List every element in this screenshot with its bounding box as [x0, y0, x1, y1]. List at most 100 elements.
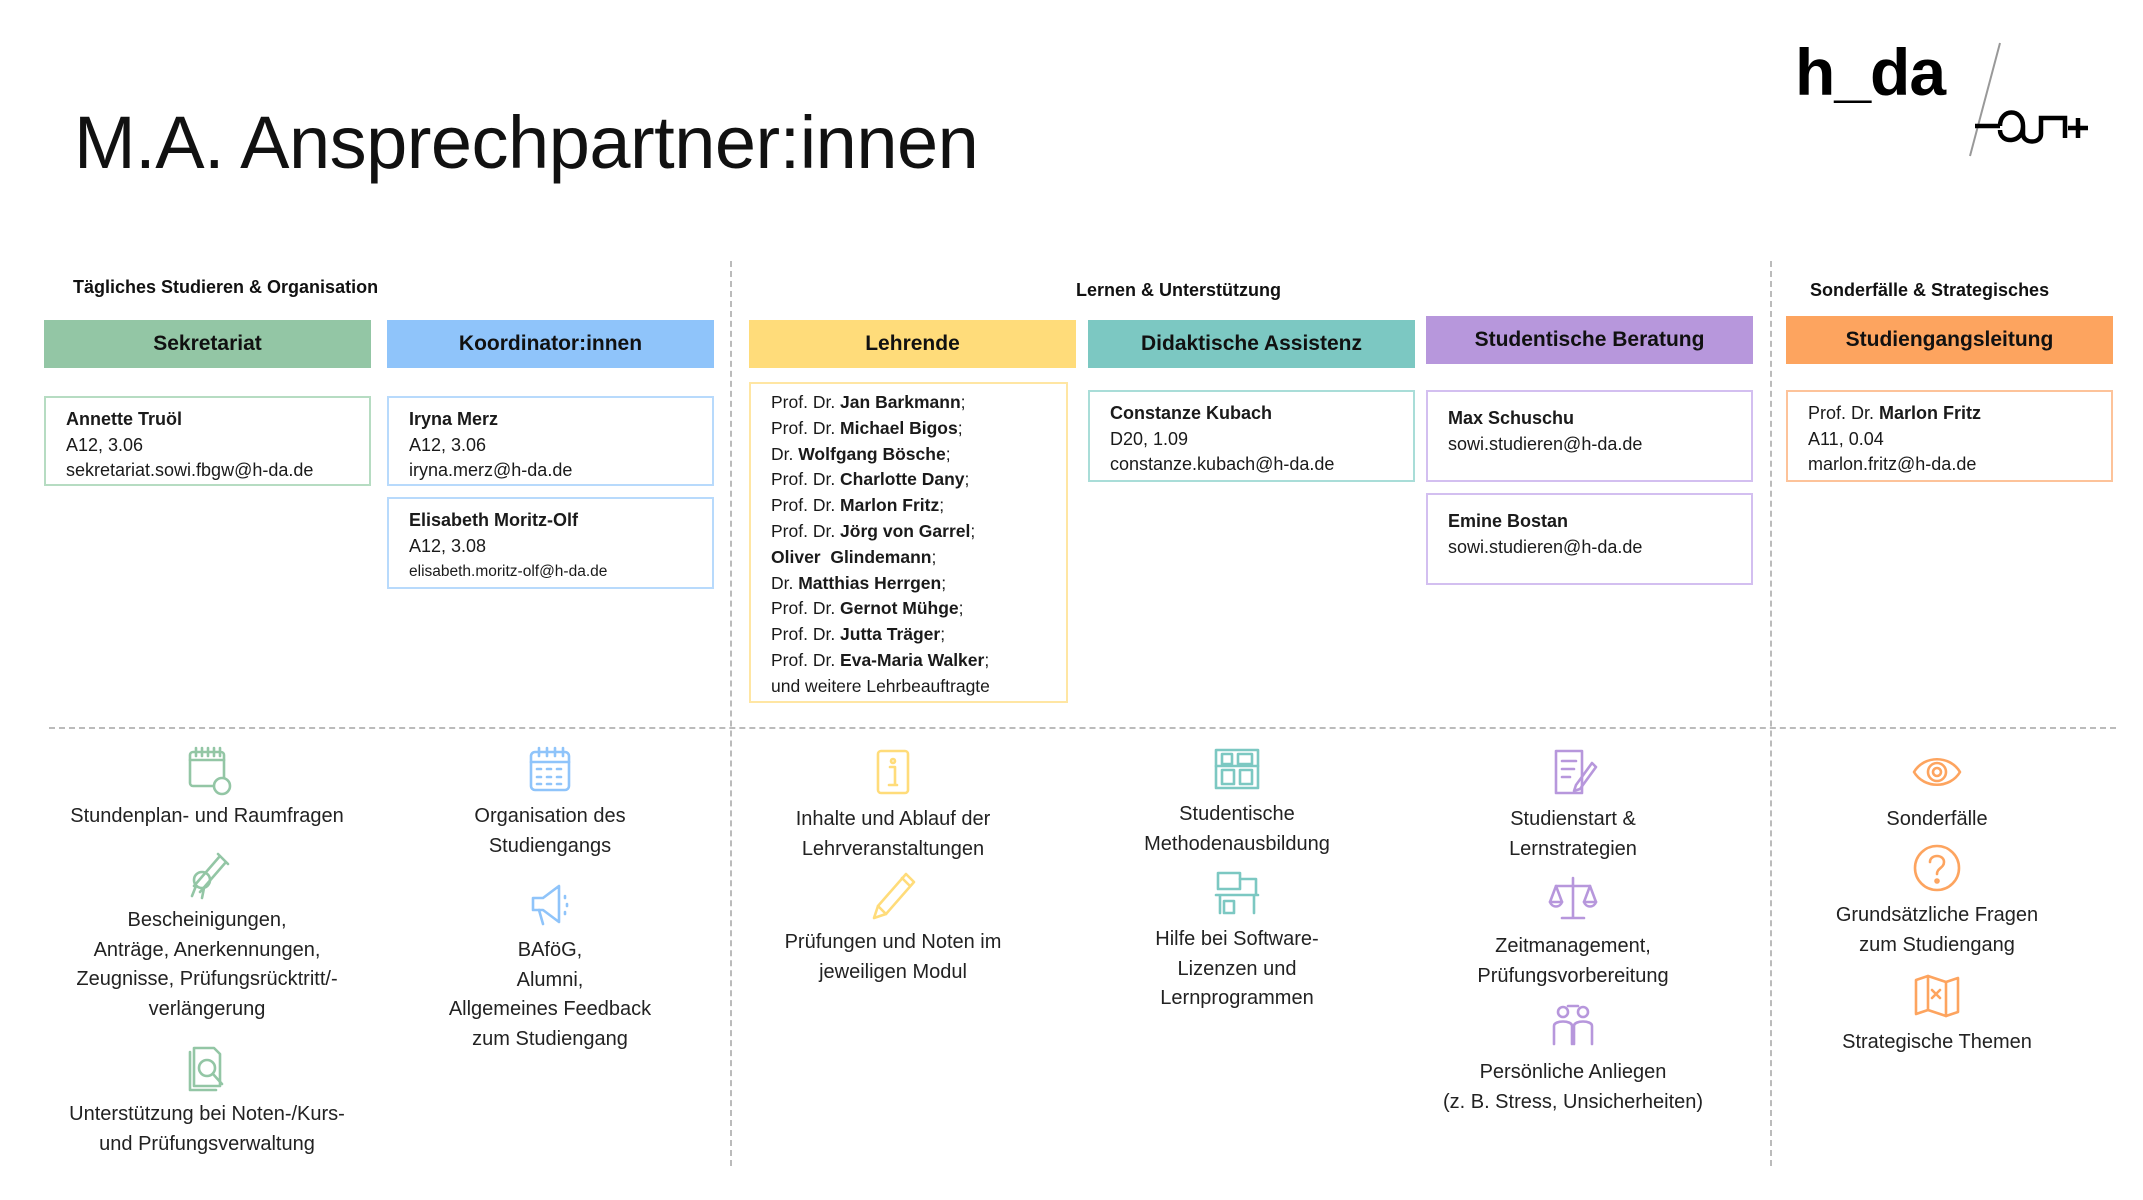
topic-text: BAföG, Alumni, Allgemeines Feedback zum …: [448, 939, 652, 1050]
contact-card: Emine Bostan sowi.studieren@h-da.de: [1426, 493, 1753, 585]
map-icon: [1914, 974, 1960, 1018]
topic-text: Hilfe bei Software- Lizenzen und Lernpro…: [1155, 928, 1319, 1009]
calendar-icon: [529, 746, 571, 792]
contact-card: Max Schuschu sowi.studieren@h-da.de: [1426, 390, 1753, 482]
topic-item: Studienstart & Lernstrategien: [1408, 745, 1738, 864]
list-item: Oliver Glindemann;: [771, 546, 937, 567]
topic-text: Zeitmanagement, Prüfungsvorbereitung: [1477, 935, 1669, 987]
contact-card: Elisabeth Moritz-Olf A12, 3.08 elisabeth…: [387, 497, 714, 589]
list-item: Prof. Dr. Jan Barkmann;: [771, 392, 966, 412]
topic-item: Studentische Methodenausbildung: [1072, 740, 1402, 859]
topic-text: Studienstart & Lernstrategien: [1509, 808, 1637, 860]
certificate-icon: [190, 852, 230, 900]
topic-text: Organisation des Studiengangs: [474, 805, 626, 857]
list-item: Dr. Wolfgang Bösche;: [771, 443, 951, 464]
eye-icon: [1912, 758, 1962, 786]
contact-room: A12, 3.06: [409, 434, 487, 455]
hda-logo: h_da: [1795, 35, 1946, 109]
divider: [730, 261, 732, 1166]
lehrende-list: Prof. Dr. Jan Barkmann; Prof. Dr. Michae…: [749, 382, 1068, 703]
list-item: Prof. Dr. Jutta Träger;: [771, 624, 946, 645]
info-icon: [876, 749, 910, 795]
topic-text: Studentische Methodenausbildung: [1144, 803, 1330, 855]
list-item: und weitere Lehrbeauftragte: [771, 675, 990, 696]
checklist-icon: [1554, 749, 1598, 795]
topic-text: Inhalte und Ablauf der Lehrveranstaltung…: [795, 808, 991, 860]
topic-item: Inhalte und Ablauf der Lehrveranstaltung…: [728, 745, 1058, 864]
contact-name: Constanze Kubach: [1110, 403, 1273, 423]
topic-text: Persönliche Anliegen (z. B. Stress, Unsi…: [1442, 1061, 1704, 1113]
header-lehrende: Lehrende: [749, 320, 1076, 368]
contact-email[interactable]: sowi.studieren@h-da.de: [1448, 433, 1643, 454]
topic-item: Hilfe bei Software- Lizenzen und Lernpro…: [1072, 865, 1402, 1014]
eut-logo: [1969, 42, 2088, 157]
header-beratung: Studentische Beratung: [1426, 316, 1753, 364]
header-leitung: Studiengangsleitung: [1786, 316, 2113, 364]
header-koordination: Koordinator:innen: [387, 320, 714, 368]
header-sekretariat: Sekretariat: [44, 320, 371, 368]
contact-room: A12, 3.08: [409, 535, 487, 556]
contact-name: Annette Truöl: [66, 409, 182, 429]
people-talk-icon: [1552, 1004, 1594, 1046]
page-title: M.A. Ansprechpartner:innen: [74, 101, 979, 184]
question-icon: [1913, 844, 1961, 892]
list-item: Prof. Dr. Eva-Maria Walker;: [771, 649, 990, 670]
books-icon: [1214, 748, 1260, 790]
topic-text: Bescheinigungen, Anträge, Anerkennungen,…: [76, 909, 338, 1020]
topic-item: Organisation des Studiengangs: [385, 742, 715, 861]
contact-room: D20, 1.09: [1110, 428, 1189, 449]
list-item: Prof. Dr. Michael Bigos;: [771, 417, 963, 438]
topic-item: Grundsätzliche Fragen zum Studiengang: [1772, 841, 2102, 960]
contact-email[interactable]: sowi.studieren@h-da.de: [1448, 536, 1643, 557]
pencil-icon: [872, 872, 916, 920]
list-item: Prof. Dr. Gernot Mühge;: [771, 598, 964, 619]
topic-item: Sonderfälle: [1772, 745, 2102, 835]
computer-desk-icon: [1214, 871, 1260, 915]
topic-text: Sonderfälle: [1886, 808, 1988, 830]
section-label-learning: Lernen & Unterstützung: [1076, 280, 1281, 300]
contact-email[interactable]: constanze.kubach@h-da.de: [1110, 454, 1335, 474]
logo: h_da: [1795, 35, 2115, 163]
contact-email[interactable]: iryna.merz@h-da.de: [409, 460, 573, 480]
contact-room: A11, 0.04: [1808, 428, 1884, 449]
contact-room: A12, 3.06: [66, 434, 144, 455]
contact-email[interactable]: elisabeth.moritz-olf@h-da.de: [409, 563, 608, 580]
section-label-special: Sonderfälle & Strategisches: [1810, 280, 2050, 300]
contact-name: Max Schuschu: [1448, 408, 1575, 428]
balance-scale-icon: [1548, 876, 1598, 920]
topic-text: Stundenplan- und Raumfragen: [70, 805, 344, 827]
contact-name: Emine Bostan: [1448, 511, 1569, 531]
topic-item: Strategische Themen: [1772, 968, 2102, 1058]
contact-email[interactable]: marlon.fritz@h-da.de: [1808, 454, 1977, 474]
section-label-daily: Tägliches Studieren & Organisation: [73, 277, 379, 297]
calendar-clock-icon: [188, 746, 232, 796]
topic-item: Persönliche Anliegen (z. B. Stress, Unsi…: [1408, 998, 1738, 1117]
contact-card: Iryna Merz A12, 3.06 iryna.merz@h-da.de: [387, 396, 714, 486]
divider: [49, 727, 2116, 729]
topic-item: Zeitmanagement, Prüfungsvorbereitung: [1408, 872, 1738, 991]
contact-name: Prof. Dr. Marlon Fritz: [1808, 403, 1982, 423]
list-item: Dr. Matthias Herrgen;: [771, 572, 947, 593]
list-item: Prof. Dr. Marlon Fritz;: [771, 495, 945, 516]
contact-card: Annette Truöl A12, 3.06 sekretariat.sowi…: [44, 396, 371, 486]
topic-item: Stundenplan- und Raumfragen: [42, 742, 372, 832]
document-search-icon: [188, 1046, 224, 1092]
topic-item: Bescheinigungen, Anträge, Anerkennungen,…: [42, 846, 372, 1024]
topic-text: Unterstützung bei Noten-/Kurs- und Prüfu…: [69, 1103, 345, 1155]
list-item: Prof. Dr. Jörg von Garrel;: [771, 520, 976, 541]
topic-text: Strategische Themen: [1842, 1031, 2032, 1053]
topic-text: Grundsätzliche Fragen zum Studiengang: [1835, 904, 2039, 956]
contact-name: Elisabeth Moritz-Olf: [409, 510, 579, 530]
topic-item: BAföG, Alumni, Allgemeines Feedback zum …: [385, 876, 715, 1054]
contact-card: Constanze Kubach D20, 1.09 constanze.kub…: [1088, 390, 1415, 482]
header-didaktik: Didaktische Assistenz: [1088, 320, 1415, 368]
topic-item: Prüfungen und Noten im jeweiligen Modul: [728, 868, 1058, 987]
list-item: Prof. Dr. Charlotte Dany;: [771, 469, 970, 490]
divider: [1770, 261, 1772, 1166]
megaphone-icon: [531, 884, 569, 926]
contact-email[interactable]: sekretariat.sowi.fbgw@h-da.de: [66, 460, 314, 480]
contact-name: Iryna Merz: [409, 409, 499, 429]
topic-text: Prüfungen und Noten im jeweiligen Modul: [784, 931, 1002, 983]
contact-card: Prof. Dr. Marlon Fritz A11, 0.04 marlon.…: [1786, 390, 2113, 482]
topic-item: Unterstützung bei Noten-/Kurs- und Prüfu…: [42, 1040, 372, 1159]
